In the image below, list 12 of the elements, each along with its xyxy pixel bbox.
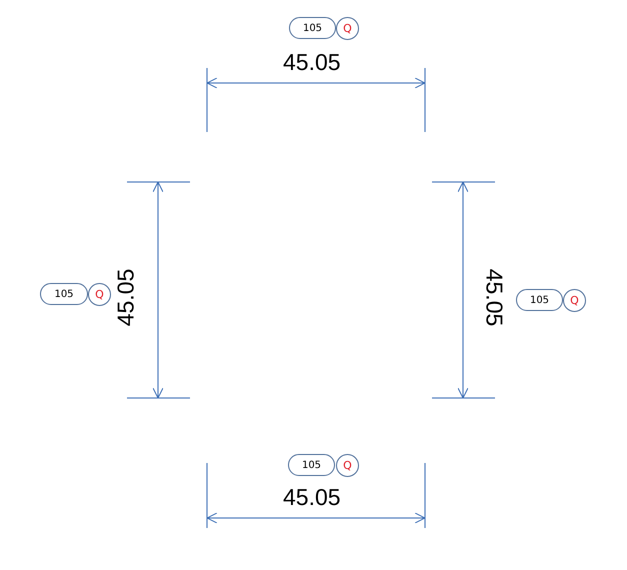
dimension-value: 45.05 [114, 268, 138, 326]
dimension-value: 45.05 [482, 268, 506, 326]
balloon-circle: Q [88, 283, 111, 306]
balloon-tag: 105 [516, 289, 563, 311]
balloon-circle: Q [336, 17, 359, 40]
dimension-value: 45.05 [283, 50, 341, 74]
dimension-value: 45.05 [283, 486, 341, 508]
balloon-tag: 105 [288, 454, 335, 476]
balloon-circle: Q [563, 289, 586, 312]
balloon-tag: 105 [289, 17, 336, 39]
balloon-tag: 105 [40, 283, 88, 305]
balloon-circle: Q [336, 454, 359, 477]
